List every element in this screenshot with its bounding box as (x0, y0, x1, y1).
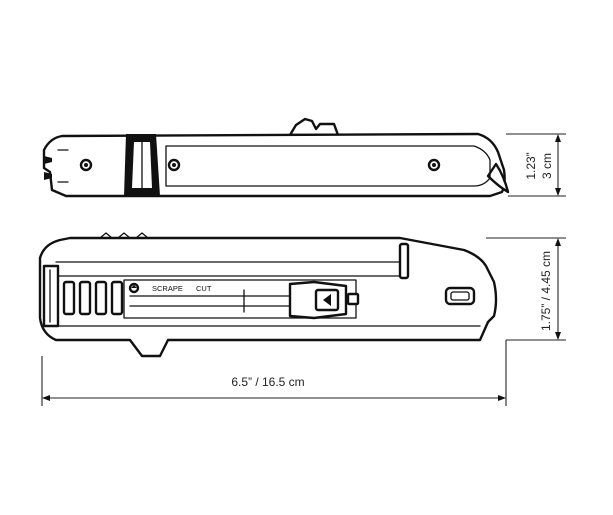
side-view-screw-middle (167, 158, 181, 172)
top-view-rail-cap (398, 242, 410, 280)
side-view-screw-rear (427, 158, 441, 172)
side-view-screw-front (79, 158, 93, 172)
mode-swap-icon (128, 282, 140, 294)
top-view: SCRAPE CUT (38, 232, 498, 358)
switch-label-scrape: SCRAPE (152, 284, 183, 293)
arrow-left-icon (323, 294, 331, 306)
top-view-slider-channel (123, 279, 357, 319)
dimension-top-height-label: 1.75” / 4.45 cm (539, 251, 553, 331)
side-view-inner-panel (165, 145, 491, 187)
blade-slider-end (346, 292, 360, 306)
dimension-side-height: 1.23” 3 cm (506, 133, 566, 197)
side-view (42, 117, 510, 198)
rear-lock-button-inset (450, 291, 470, 301)
side-view-thumb-tab (288, 117, 340, 137)
dimension-side-height-cm: 3 cm (540, 153, 554, 179)
top-view-ridge-bumps (99, 232, 149, 239)
rear-lock-button[interactable] (444, 286, 476, 306)
side-view-nose-teeth (44, 156, 52, 180)
side-view-blade-tip (486, 162, 510, 194)
dimension-side-height-inches: 1.23” (524, 152, 538, 179)
top-view-nose-block (42, 264, 60, 328)
top-view-body (38, 236, 498, 358)
switch-label-cut: CUT (196, 284, 212, 293)
dimension-length-label: 6.5” / 16.5 cm (231, 375, 304, 389)
dimension-top-height: 1.75” / 4.45 cm (486, 237, 566, 341)
top-view-grip-ribs (62, 280, 124, 316)
dimension-length: 6.5” / 16.5 cm (41, 340, 507, 406)
